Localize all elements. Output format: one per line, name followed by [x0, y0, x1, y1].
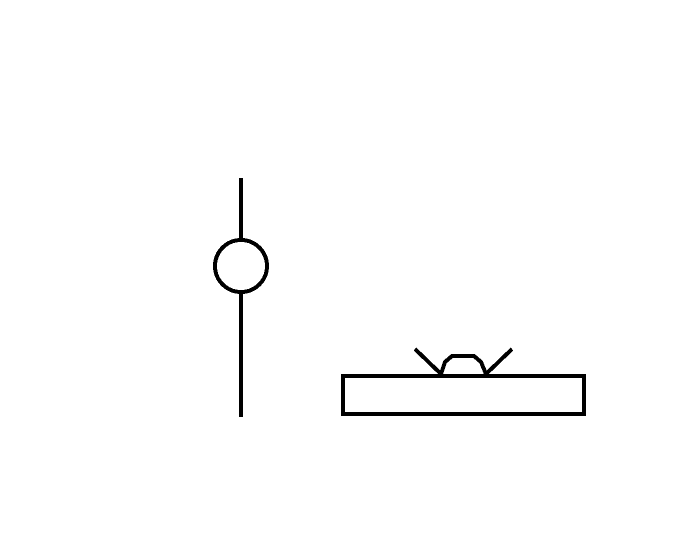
ring — [213, 238, 269, 294]
block-arms-icon — [341, 347, 586, 416]
block — [341, 374, 586, 416]
left-arm — [413, 347, 443, 376]
rod-ring-icon — [213, 178, 269, 417]
top-arc — [439, 354, 488, 375]
right-arm — [484, 347, 514, 376]
